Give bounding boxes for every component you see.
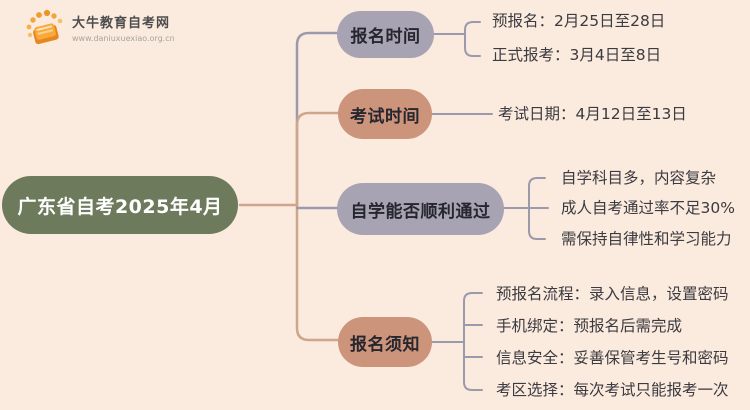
bracket-branch-3 [503,177,549,240]
branch-label: 报名时间 [350,27,421,47]
leaf-many-subjects: 自学科目多，内容复杂 [561,169,717,187]
bracket-branch-4 [431,292,483,391]
leaf-pass-rate: 成人自考通过率不足30% [561,199,735,217]
branch-node-exam-time: 考试时间 [338,89,432,139]
central-topic-node: 广东省自考2025年4月 [2,176,238,234]
site-url: www.daniuxuexiao.org.cn [72,34,175,44]
connector-branch-2 [295,111,340,207]
leaf-pre-registration-date: 预报名：2月25日至28日 [492,12,666,30]
branch-label: 自学能否顺利通过 [350,201,491,222]
book-sunburst-icon [24,8,66,52]
branch-node-registration-notes: 报名须知 [338,317,432,367]
leaf-formal-registration-date: 正式报考：3月4日至8日 [492,46,662,64]
branch-label: 考试时间 [350,106,420,127]
branch-node-registration-time: 报名时间 [337,11,434,58]
connector-branch-1 [295,31,339,207]
leaf-pre-reg-process: 预报名流程：录入信息，设置密码 [496,285,729,303]
leaf-phone-binding: 手机绑定：预报名后需完成 [496,317,683,335]
leaf-self-discipline: 需保持自律性和学习能力 [561,230,732,248]
site-logo: 大牛教育自考网 www.daniuxuexiao.org.cn [24,8,175,52]
branch-node-self-study-pass: 自学能否顺利通过 [337,183,504,235]
leaf-exam-date: 考试日期：4月12日至13日 [498,105,687,123]
leaf-exam-area: 考区选择：每次考试只能报考一次 [496,381,729,399]
connector-branch-4 [295,203,340,342]
site-name: 大牛教育自考网 [72,15,171,31]
central-topic-label: 广东省自考2025年4月 [17,195,223,218]
branch-label: 报名须知 [350,334,420,355]
bracket-branch-1 [433,21,481,57]
leaf-info-security: 信息安全：妥善保管考生号和密码 [496,349,729,367]
